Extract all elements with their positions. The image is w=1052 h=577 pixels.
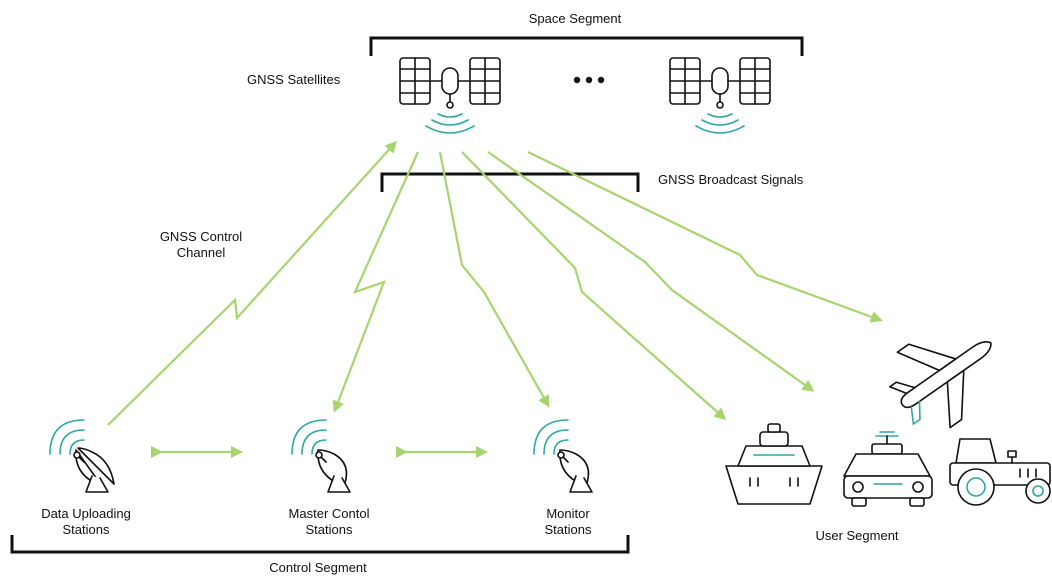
ship-icon bbox=[725, 423, 823, 505]
data-uploading-stations-label: Data Uploading Stations bbox=[41, 506, 131, 537]
control-channel-uplink-arrow bbox=[107, 140, 398, 426]
satellite-icon bbox=[399, 57, 501, 134]
monitor-stations-label: Monitor Stations bbox=[544, 506, 592, 537]
satellite-dish-icon bbox=[49, 419, 115, 493]
space-segment-bracket bbox=[369, 36, 804, 56]
space-segment-label: Space Segment bbox=[528, 11, 622, 26]
signal-to-master-control-arrow bbox=[332, 151, 420, 413]
broadcast-signals-bracket bbox=[380, 172, 640, 192]
signal-to-car-arrow bbox=[487, 151, 815, 392]
satellite-icon bbox=[669, 57, 771, 134]
control-channel-label: GNSS Control Channel bbox=[159, 229, 243, 260]
broadcast-signals-label: GNSS Broadcast Signals bbox=[658, 172, 804, 187]
car-icon bbox=[843, 431, 933, 507]
control-segment-label: Control Segment bbox=[269, 560, 367, 575]
signal-to-monitor-arrow bbox=[438, 151, 550, 408]
tractor-icon bbox=[949, 438, 1051, 506]
satellite-dish-icon bbox=[533, 419, 593, 493]
signal-to-airplane-arrow bbox=[527, 151, 883, 323]
airplane-icon bbox=[888, 341, 992, 429]
satellite-dish-icon bbox=[291, 419, 351, 493]
ellipsis-icon bbox=[573, 76, 605, 84]
control-segment-bracket bbox=[10, 535, 630, 554]
gnss-satellites-label: GNSS Satellites bbox=[247, 72, 341, 87]
master-control-stations-label: Master Contol Stations bbox=[288, 506, 370, 537]
signal-to-ship-arrow bbox=[461, 151, 727, 420]
user-segment-label: User Segment bbox=[815, 528, 899, 543]
